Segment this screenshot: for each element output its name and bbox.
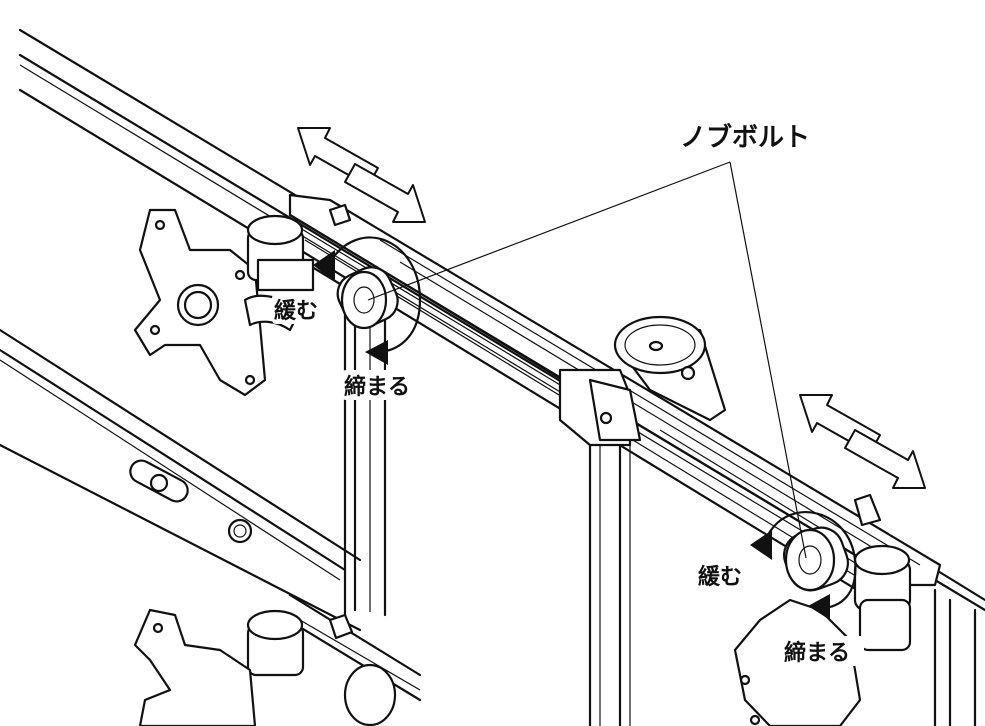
label-tighten-left: 締まる xyxy=(342,370,422,400)
rotation-arrow-upper-left xyxy=(313,236,422,365)
knob-bolt-label: ノブボルト xyxy=(680,122,810,153)
slide-arrows-right xyxy=(799,394,926,489)
label-loosen-right: 緩む xyxy=(696,560,756,590)
rotation-arrow-right xyxy=(750,511,857,620)
knob-bolt-right xyxy=(782,526,850,592)
leader-lines xyxy=(367,161,807,559)
loosen-label-left: 緩む xyxy=(274,298,318,324)
label-loosen-left: 緩む xyxy=(272,294,328,324)
main-bar xyxy=(288,193,942,612)
bezel-buttons xyxy=(129,459,253,544)
tighten-label-left: 締まる xyxy=(344,374,410,400)
loosen-label-right: 緩む xyxy=(698,564,742,590)
label-tighten-right: 締まる xyxy=(782,636,864,666)
knob-bolt-upper-left xyxy=(336,266,399,330)
tighten-label-right: 締まる xyxy=(784,640,850,666)
pole-clamp xyxy=(613,315,727,422)
label-knob-bolt: ノブボルト xyxy=(680,122,810,153)
lower-arm xyxy=(133,593,422,726)
swivel-joint-upper-left xyxy=(246,214,315,292)
swivel-joint-right xyxy=(853,544,912,652)
slide-arrows-upper xyxy=(297,127,426,223)
